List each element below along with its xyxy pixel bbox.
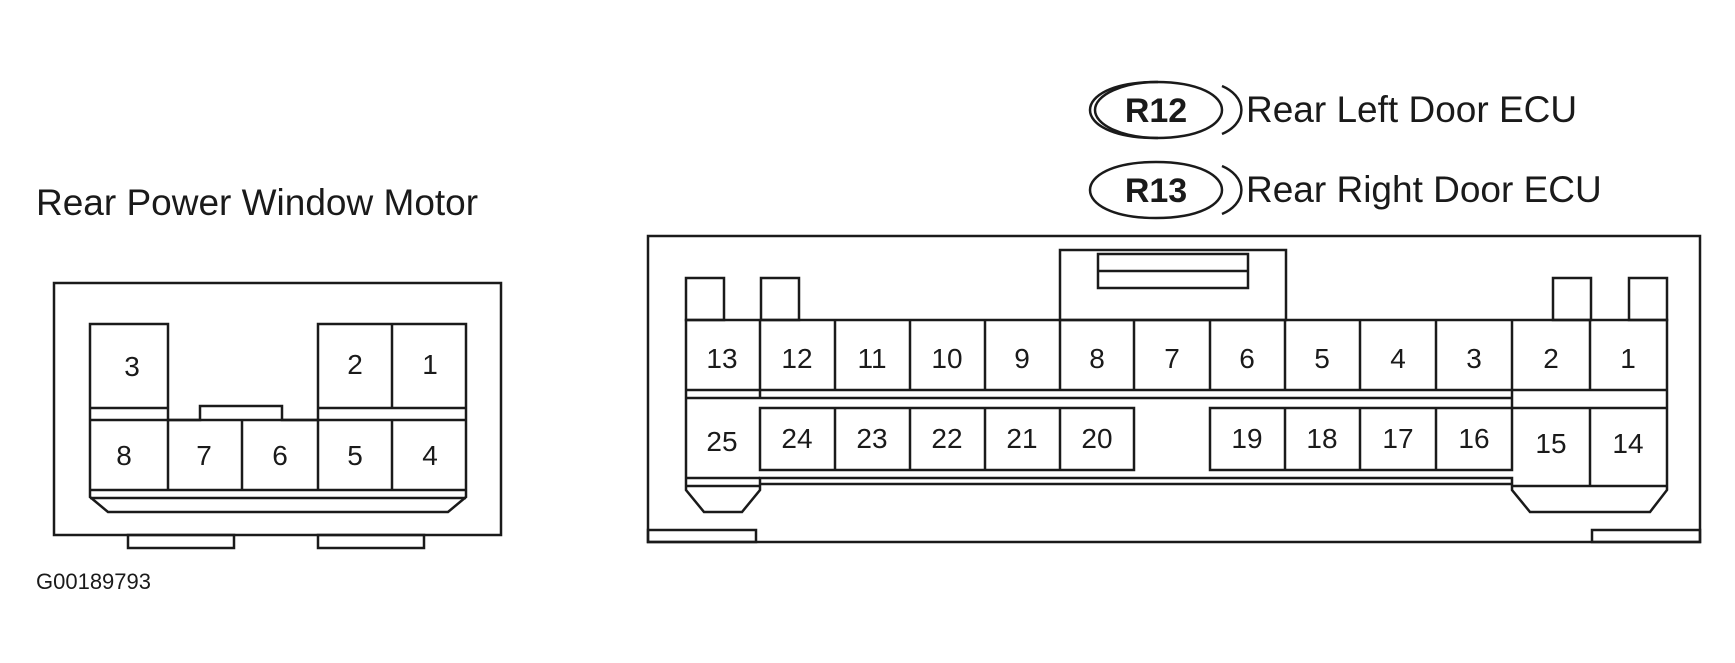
connector-code-r13: R13 (1088, 160, 1243, 220)
pin-label: 4 (422, 440, 438, 471)
right-connector (646, 234, 1702, 544)
pin-label: 3 (1466, 343, 1482, 374)
pin-label: 2 (1543, 343, 1559, 374)
pin-label: 5 (1314, 343, 1330, 374)
pin-label: 15 (1535, 428, 1566, 459)
pin-label: 6 (272, 440, 288, 471)
pin-label: 20 (1081, 423, 1112, 454)
connector-code: R12 (1125, 92, 1187, 130)
pin-label: 7 (196, 440, 212, 471)
pin-label: 19 (1231, 423, 1262, 454)
pin-label: 23 (856, 423, 887, 454)
pin-label: 12 (781, 343, 812, 374)
connector-code-label: Rear Left Door ECU (1246, 89, 1577, 130)
pin-label: 13 (706, 343, 737, 374)
connector-code: R13 (1125, 172, 1187, 210)
left-connector (52, 281, 503, 550)
right-connector-pins: 13 12 11 10 9 8 7 6 5 4 3 2 1 25 24 23 2… (706, 343, 1643, 459)
pin-label: 7 (1164, 343, 1180, 374)
pin-label: 18 (1306, 423, 1337, 454)
pin-label: 21 (1006, 423, 1037, 454)
pin-label: 9 (1014, 343, 1030, 374)
pin-label: 24 (781, 423, 812, 454)
pin-label: 10 (931, 343, 962, 374)
left-connector-pins: 3 2 1 8 7 6 5 4 (116, 349, 438, 471)
pin-label: 8 (1089, 343, 1105, 374)
pin-label: 3 (124, 351, 140, 382)
pin-label: 14 (1612, 428, 1643, 459)
pin-label: 8 (116, 440, 132, 471)
pin-label: 5 (347, 440, 363, 471)
pin-label: 22 (931, 423, 962, 454)
pin-label: 6 (1239, 343, 1255, 374)
pin-label: 1 (422, 349, 438, 380)
left-connector-title: Rear Power Window Motor (36, 182, 478, 223)
pin-label: 11 (857, 343, 886, 374)
pin-label: 1 (1620, 343, 1636, 374)
pin-label: 17 (1382, 423, 1413, 454)
figure-id: G00189793 (36, 569, 151, 594)
connector-code-label: Rear Right Door ECU (1246, 169, 1602, 210)
connector-code-r12: R12 (1088, 80, 1243, 140)
pin-label: 4 (1390, 343, 1406, 374)
pin-label: 16 (1458, 423, 1489, 454)
pin-label: 25 (706, 426, 737, 457)
pin-label: 2 (347, 349, 363, 380)
